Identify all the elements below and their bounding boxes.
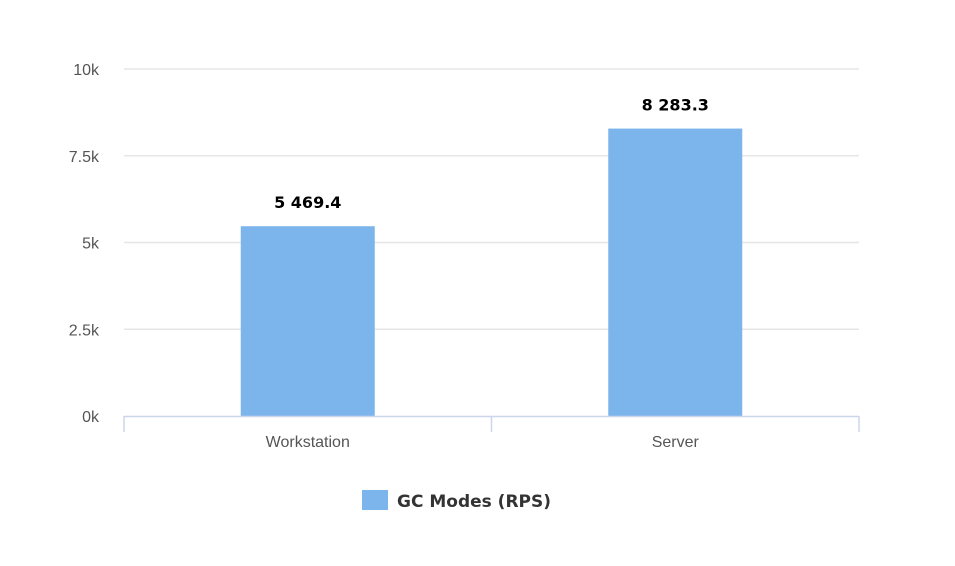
x-axis: Workstation Server (123, 415, 860, 451)
bars (240, 128, 743, 416)
y-tick-label: 2.5k (69, 322, 100, 339)
data-labels: 5 469.4 8 283.3 (274, 96, 709, 213)
legend-swatch[interactable] (362, 490, 388, 510)
y-axis-tick-labels: 0k 2.5k 5k 7.5k 10k (69, 62, 100, 426)
y-gridlines (124, 68, 859, 330)
y-tick-label: 5k (82, 236, 100, 253)
y-tick-label: 10k (73, 62, 100, 79)
x-tick-label: Workstation (266, 434, 350, 451)
legend-label[interactable]: GC Modes (RPS) (397, 492, 551, 512)
legend[interactable]: GC Modes (RPS) (362, 490, 551, 512)
data-label: 5 469.4 (274, 193, 341, 212)
bar-server[interactable] (608, 128, 743, 416)
data-label: 8 283.3 (642, 96, 709, 115)
x-tick-label: Server (652, 434, 700, 451)
bar-workstation[interactable] (240, 226, 375, 416)
y-tick-label: 0k (82, 409, 100, 426)
y-tick-label: 7.5k (69, 149, 100, 166)
